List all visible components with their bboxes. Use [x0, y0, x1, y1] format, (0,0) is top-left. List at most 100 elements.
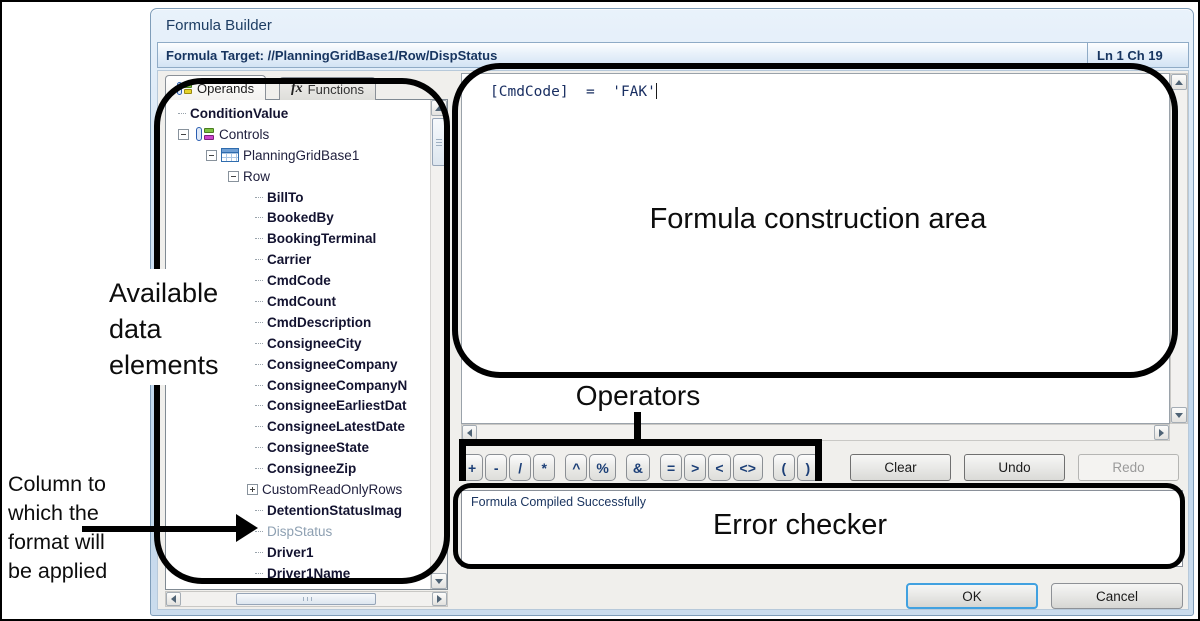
- tree-item-label: Controls: [219, 126, 270, 142]
- operator-equals-button[interactable]: =: [659, 454, 683, 481]
- tab-functions-label: Functions: [307, 81, 365, 97]
- tree-horizontal-scrollbar[interactable]: [165, 591, 448, 607]
- operator-group: +-/*: [461, 454, 556, 481]
- tree-vertical-scrollbar[interactable]: [430, 100, 447, 589]
- tree-item-consigneeearliestdat[interactable]: ConsigneeEarliestDat: [166, 395, 430, 416]
- operator-group: ^%: [565, 454, 616, 481]
- tree-connector: [255, 384, 263, 386]
- operator-open-paren-button[interactable]: (: [772, 454, 795, 481]
- tree-item-label: Driver1: [267, 544, 314, 560]
- scroll-up-button[interactable]: [1171, 74, 1187, 90]
- tree-item-consigneecompany[interactable]: ConsigneeCompany: [166, 354, 430, 375]
- expand-icon[interactable]: [247, 483, 258, 495]
- tree-item-label: ConsigneeCompanyN: [267, 377, 408, 393]
- operator-ampersand-button[interactable]: &: [625, 454, 650, 481]
- operators-bracket: [459, 439, 822, 446]
- tree-item-cmddescription[interactable]: CmdDescription: [166, 312, 430, 333]
- compile-status-message: Formula Compiled Successfully: [471, 495, 647, 509]
- tree-item-consigneestate[interactable]: ConsigneeState: [166, 437, 430, 458]
- formula-builder-dialog: Formula Builder Formula Target: //Planni…: [150, 8, 1194, 616]
- tree-item-label: CmdDescription: [267, 314, 372, 330]
- operators-bracket-stem: [634, 412, 641, 442]
- tree-connector: [255, 259, 263, 261]
- scroll-left-button[interactable]: [166, 592, 181, 606]
- window-title: Formula Builder: [166, 17, 272, 34]
- cursor-position-indicator: Ln 1 Ch 19: [1087, 43, 1188, 67]
- tree-item-carrier[interactable]: Carrier: [166, 249, 430, 270]
- tree-item-bookingterminal[interactable]: BookingTerminal: [166, 228, 430, 249]
- tree-item-customreadonlyrows[interactable]: CustomReadOnlyRows: [166, 479, 430, 500]
- operator-group: (): [772, 454, 819, 481]
- scroll-left-button[interactable]: [462, 425, 477, 440]
- collapse-icon[interactable]: [228, 170, 239, 182]
- formula-text: [CmdCode] = 'FAK': [490, 83, 658, 100]
- collapse-icon[interactable]: [206, 149, 217, 161]
- tree-connector: [255, 572, 263, 574]
- tree-item-label: CustomReadOnlyRows: [262, 481, 403, 497]
- tree-item-driver1[interactable]: Driver1: [166, 542, 430, 563]
- tree-item-row[interactable]: Row: [166, 166, 430, 187]
- tree-item-controls[interactable]: Controls: [166, 124, 430, 145]
- tree-connector: [255, 551, 263, 553]
- clear-button[interactable]: Clear: [850, 454, 951, 481]
- operator-multiply-button[interactable]: *: [533, 454, 556, 481]
- tree-item-label: ConditionValue: [190, 105, 289, 121]
- scroll-down-button[interactable]: [431, 573, 447, 589]
- tree-item-consigneezip[interactable]: ConsigneeZip: [166, 458, 430, 479]
- undo-button[interactable]: Undo: [964, 454, 1065, 481]
- operators-bracket-right-end: [815, 439, 822, 481]
- tree-item-consigneelatestdate[interactable]: ConsigneeLatestDate: [166, 416, 430, 437]
- operator-greater-than-button[interactable]: >: [684, 454, 707, 481]
- tree-connector: [255, 468, 263, 470]
- tree-item-label: ConsigneeLatestDate: [267, 419, 406, 435]
- formula-editor[interactable]: [CmdCode] = 'FAK': [461, 73, 1170, 424]
- operator-plus-button[interactable]: +: [461, 454, 484, 481]
- cancel-button[interactable]: Cancel: [1051, 583, 1183, 609]
- tree-item-cmdcode[interactable]: CmdCode: [166, 270, 430, 291]
- tree-item-bookedby[interactable]: BookedBy: [166, 207, 430, 228]
- tree-item-driver1name[interactable]: Driver1Name: [166, 563, 430, 584]
- annotation-column-note: Column to which the format will be appli…: [8, 472, 108, 583]
- tree-item-cmdcount[interactable]: CmdCount: [166, 291, 430, 312]
- redo-button: Redo: [1078, 454, 1179, 481]
- tree-item-consigneecompanyn[interactable]: ConsigneeCompanyN: [166, 375, 430, 396]
- operator-power-button[interactable]: ^: [565, 454, 588, 481]
- scroll-right-button[interactable]: [432, 592, 447, 606]
- tree-connector: [255, 509, 263, 511]
- formula-target-label: Formula Target: //PlanningGridBase1/Row/…: [166, 47, 498, 63]
- operator-not-equal-button[interactable]: <>: [732, 454, 763, 481]
- tree-item-billto[interactable]: BillTo: [166, 187, 430, 208]
- scrollbar-thumb[interactable]: [236, 593, 376, 605]
- operator-minus-button[interactable]: -: [485, 454, 508, 481]
- scroll-up-button[interactable]: [431, 100, 447, 116]
- grid-icon: [221, 148, 239, 163]
- tree-connector: [255, 217, 263, 219]
- tree-item-detentionstatusimag[interactable]: DetentionStatusImag: [166, 500, 430, 521]
- tab-functions[interactable]: fx Functions: [279, 77, 377, 100]
- scroll-down-button[interactable]: [1171, 407, 1187, 423]
- scroll-right-button[interactable]: [1154, 425, 1169, 440]
- tree-item-consigneecity[interactable]: ConsigneeCity: [166, 333, 430, 354]
- tree-item-label: BookedBy: [267, 210, 334, 226]
- formula-vertical-scrollbar[interactable]: [1170, 73, 1188, 424]
- operator-group: =><<>: [659, 454, 763, 481]
- tree-item-label: PlanningGridBase1: [243, 147, 360, 163]
- operator-percent-button[interactable]: %: [589, 454, 616, 481]
- tree-connector: [255, 321, 263, 323]
- operator-divide-button[interactable]: /: [509, 454, 532, 481]
- scrollbar-thumb[interactable]: [432, 118, 446, 166]
- tree-connector: [255, 405, 263, 407]
- formula-target-bar: Formula Target: //PlanningGridBase1/Row/…: [157, 42, 1189, 68]
- tree-item-conditionvalue[interactable]: ConditionValue: [166, 103, 430, 124]
- tree-item-planninggridbase1[interactable]: PlanningGridBase1: [166, 145, 430, 166]
- column-arrow-line: [82, 526, 238, 532]
- tree-item-label: Row: [243, 168, 271, 184]
- tree-connector: [255, 363, 263, 365]
- tab-operands[interactable]: Operands: [165, 75, 267, 100]
- tree-item-label: Carrier: [267, 252, 312, 268]
- ok-button[interactable]: OK: [906, 583, 1038, 609]
- collapse-icon[interactable]: [178, 128, 189, 140]
- operator-less-than-button[interactable]: <: [708, 454, 731, 481]
- tree-item-dispstatus[interactable]: DispStatus: [166, 521, 430, 542]
